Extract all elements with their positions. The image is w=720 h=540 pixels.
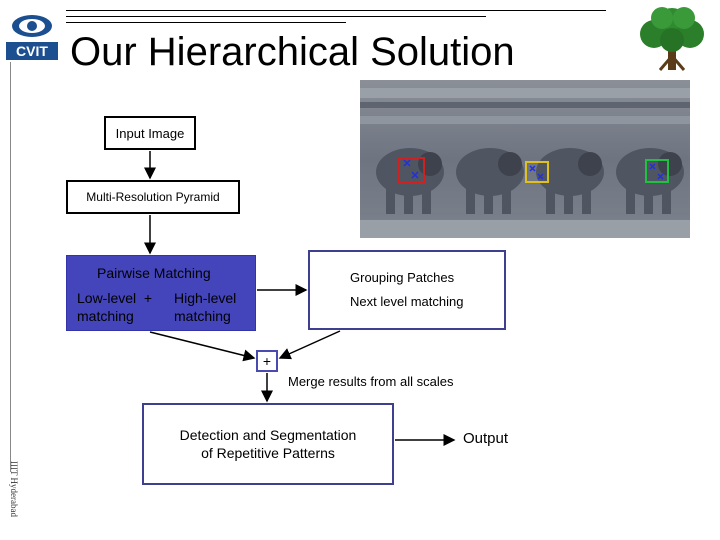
input-image-label: Input Image [116,126,185,141]
low-level-line2: matching [77,307,152,325]
low-level-line1: Low-level + [77,289,152,307]
merge-label: Merge results from all scales [288,374,453,389]
detection-box: Detection and Segmentation of Repetitive… [142,403,394,485]
institution-label: IIIT Hyderabad [9,461,19,517]
low-level-matching: Low-level + matching [77,289,152,325]
pairwise-matching-box: Pairwise Matching Low-level + matching H… [66,255,256,331]
high-level-matching: High-level matching [174,289,236,325]
arrow-pairwise-to-merge [150,332,254,358]
grouping-title: Grouping Patches [350,270,454,285]
logo-text: CVIT [16,43,48,59]
high-level-line1: High-level [174,289,236,307]
header-rule [66,16,486,17]
high-level-line2: matching [174,307,236,325]
pyramid-box: Multi-Resolution Pyramid [66,180,240,214]
detection-line2: of Repetitive Patterns [201,444,335,462]
tree-logo [630,4,714,76]
output-label: Output [463,430,508,447]
pairwise-title: Pairwise Matching [97,265,211,281]
input-image-box: Input Image [104,116,196,150]
elephant-carving-photo [360,80,690,238]
page-title: Our Hierarchical Solution [70,28,515,76]
detection-line1: Detection and Segmentation [180,426,357,444]
pyramid-label: Multi-Resolution Pyramid [86,190,219,204]
arrow-grouping-to-merge [280,331,340,358]
grouping-patches-box: Grouping Patches Next level matching [308,250,506,330]
header-rule [66,10,606,11]
header-rule [66,22,346,23]
cvit-logo: CVIT [4,6,60,62]
side-rule [10,62,11,472]
next-level-label: Next level matching [350,294,463,309]
merge-plus-node: + [256,350,278,372]
